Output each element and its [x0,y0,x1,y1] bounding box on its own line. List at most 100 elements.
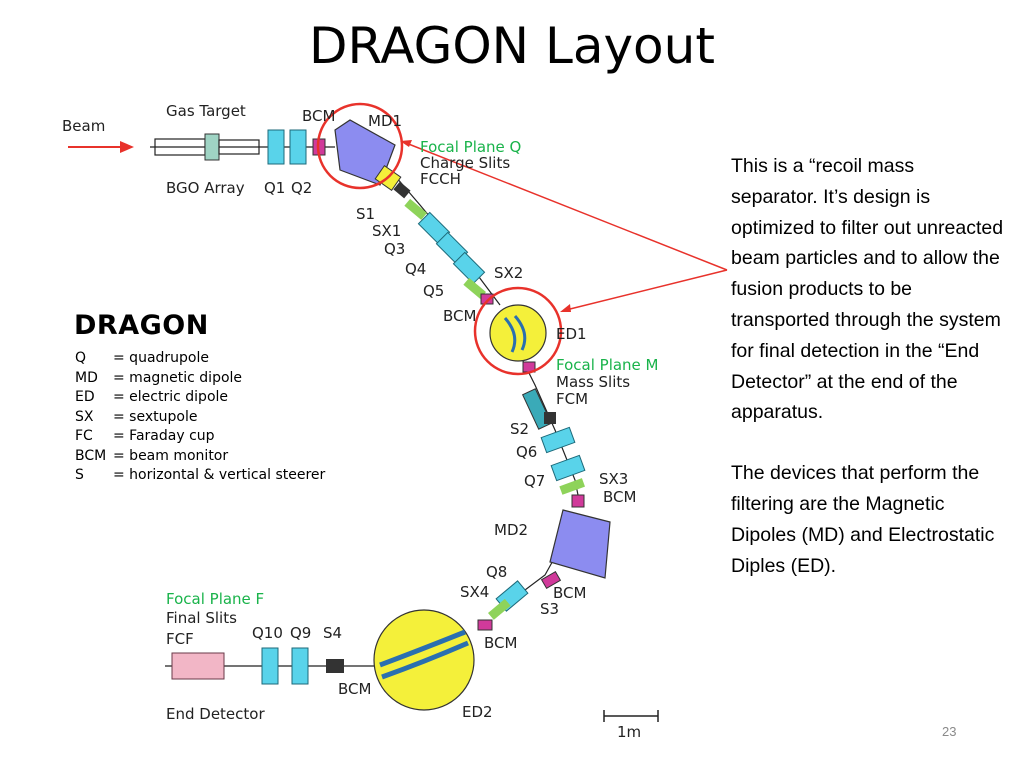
legend-abbr: ED [75,389,95,405]
label-q2: Q2 [291,179,312,197]
label-bcm-q8: BCM [553,584,586,602]
label-focal-plane-q: Focal Plane Q [420,138,521,156]
legend-abbr: FC [75,428,93,444]
legend: Q = quadrupole MD = magnetic dipole ED = el… [75,349,325,486]
label-s2: S2 [510,420,529,438]
label-end-detector: End Detector [166,705,265,723]
label-q10: Q10 [252,624,283,642]
label-focal-plane-f: Focal Plane F [166,590,264,608]
s2-steerer [544,412,556,424]
page-number: 23 [942,724,957,739]
label-fcf: FCF [166,630,194,648]
ed1-electric-dipole [489,304,547,362]
label-bcm-s4: BCM [338,680,371,698]
label-q7: Q7 [524,472,545,490]
label-scale: 1m [617,723,641,741]
slide-title: DRAGON Layout [309,17,715,75]
description-paragraph-2: The devices that perform the filtering a… [731,462,995,577]
legend-abbr: MD [75,369,98,386]
label-focal-plane-m: Focal Plane M [556,356,659,374]
ed2-plates [379,629,469,680]
ed1-plates [503,315,527,353]
label-sx3: SX3 [599,470,628,488]
legend-desc: = Faraday cup [113,428,215,444]
q10-quadrupole [261,647,279,685]
label-q4: Q4 [405,260,426,278]
beam-arrow [68,141,134,153]
s4-steerer [326,659,344,673]
legend-abbr: Q [75,350,87,366]
label-ed2: ED2 [462,703,493,721]
q6-quadrupole [540,426,576,454]
label-final-slits: Final Slits [166,609,237,627]
label-bcm-sx3: BCM [603,488,636,506]
legend-row: MD = magnetic dipole [75,369,325,389]
label-q6: Q6 [516,443,537,461]
bcm-6 [477,619,493,631]
label-mass-slits: Mass Slits [556,373,630,391]
label-ed1: ED1 [556,325,587,343]
legend-row: ED = electric dipole [75,388,325,408]
label-sx4: SX4 [460,583,489,601]
legend-row: SX = sextupole [75,408,325,428]
label-s3: S3 [540,600,559,618]
scale-bar [603,710,659,722]
description-paragraph-1: This is a “recoil mass separator. It’s d… [731,155,1004,424]
legend-abbr: BCM [75,447,107,464]
legend-desc: = magnetic dipole [113,369,243,386]
label-charge-slits: Charge Slits [420,154,510,172]
label-q9: Q9 [290,624,311,642]
ed1-highlight-circle [473,286,563,376]
label-bcm: BCM [302,107,335,125]
legend-title: DRAGON [74,310,209,341]
bcm-5 [540,570,562,590]
bcm-4 [571,494,585,508]
legend-desc: = horizontal & vertical steerer [113,467,326,483]
legend-desc: = beam monitor [113,447,229,464]
legend-row: S = horizontal & vertical steerer [75,466,325,486]
pointer-arrows [400,140,728,312]
label-bcm-ed1: BCM [443,307,476,325]
sx4-sextupole [488,598,511,620]
legend-row: Q = quadrupole [75,349,325,369]
legend-desc: = quadrupole [113,350,209,366]
label-sx2: SX2 [494,264,523,282]
bcm-2 [480,293,494,305]
label-s4: S4 [323,624,342,642]
label-q1: Q1 [264,179,285,197]
sx1-sextupole [404,198,427,220]
label-beam: Beam [62,117,105,135]
legend-desc: = electric dipole [113,389,229,405]
sx2-sextupole [463,277,486,299]
md1-magnetic-dipole [334,119,396,186]
label-q8: Q8 [486,563,507,581]
sx3-sextupole [559,478,585,495]
label-md2: MD2 [494,521,528,539]
label-q5: Q5 [423,282,444,300]
md2-magnetic-dipole [549,509,611,579]
label-md1: MD1 [368,112,402,130]
q9-quadrupole [291,647,309,685]
gas-target [154,133,260,161]
fcch-box [393,181,411,199]
q5-quadrupole [452,251,486,285]
q2-quadrupole [289,129,307,165]
label-q3: Q3 [384,240,405,258]
md1-highlight-circle [316,102,404,190]
label-sx1: SX1 [372,222,401,240]
end-detector-box [171,652,225,680]
legend-abbr: SX [75,408,94,425]
label-gas-target: Gas Target [166,102,246,120]
label-fcch: FCCH [420,170,461,188]
label-s1: S1 [356,205,375,223]
label-bcm-ed2: BCM [484,634,517,652]
legend-abbr: S [75,467,84,483]
legend-desc: = sextupole [113,408,198,425]
legend-row: BCM = beam monitor [75,447,325,467]
legend-row: FC = Faraday cup [75,427,325,447]
label-fcm: FCM [556,390,588,408]
label-bgo-array: BGO Array [166,179,245,197]
description-text: This is a “recoil mass separator. It’s d… [731,151,1006,611]
q7-quadrupole [550,454,586,482]
